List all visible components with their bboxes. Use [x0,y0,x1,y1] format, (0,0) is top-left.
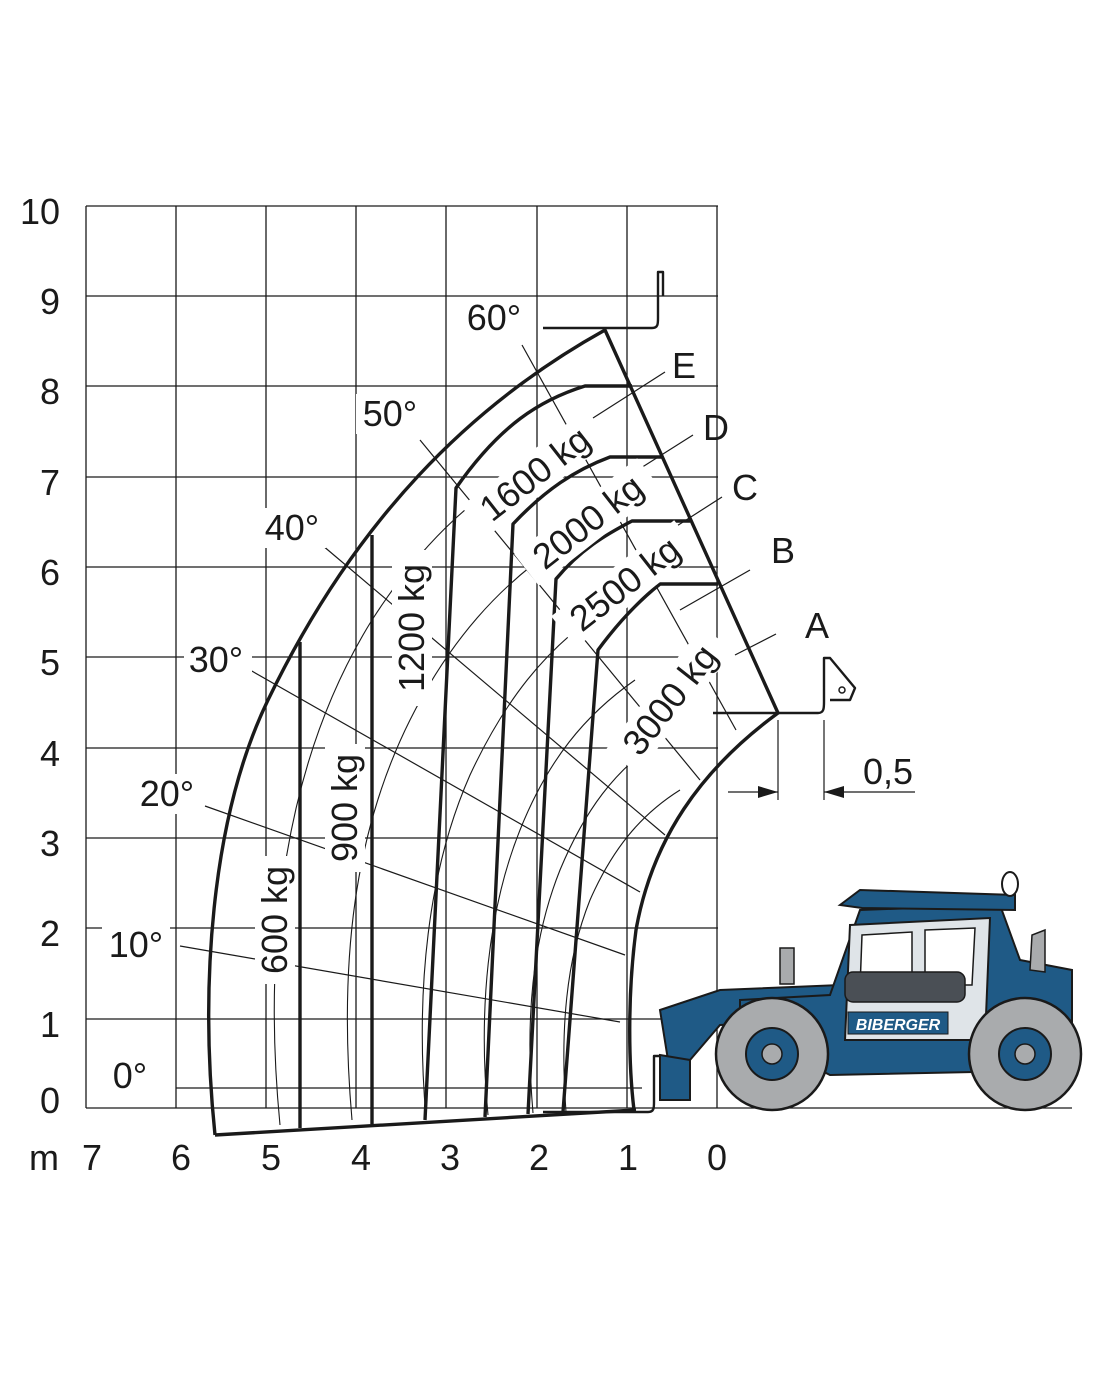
angle-label-10: 10° [109,924,163,965]
x-tick-7: 7 [82,1137,102,1178]
load-label-900: 900 kg [324,754,365,862]
angle-labels: 0° 10° 20° 30° 40° 50° 60° [102,297,528,1096]
outer-envelope [207,328,780,1136]
x-tick-5: 5 [261,1137,281,1178]
zone-label-d: D [703,407,729,448]
y-tick-3: 3 [40,823,60,864]
ray-40 [321,544,666,836]
ray-30 [249,669,641,893]
x-tick-1: 1 [618,1137,638,1178]
x-tick-6: 6 [171,1137,191,1178]
telehandler-icon: BIBERGER [658,871,1083,1112]
load-label-600: 600 kg [254,866,295,974]
angle-label-0: 0° [113,1055,147,1096]
y-tick-0: 0 [40,1080,60,1121]
x-axis: m 7 6 5 4 3 2 1 0 [29,1137,727,1178]
zone-label-a: A [805,605,829,646]
y-tick-10: 10 [20,191,60,232]
ray-10 [179,945,621,1023]
zone-c-boundary [526,519,690,1115]
load-label-1200: 1200 kg [391,564,432,692]
angle-label-60: 60° [467,297,521,338]
y-tick-2: 2 [40,913,60,954]
zone-e-boundary [423,384,632,1121]
x-tick-0: 0 [707,1137,727,1178]
zone-label-c: C [732,467,758,508]
y-tick-6: 6 [40,552,60,593]
envelope-bottom [214,1108,637,1137]
y-tick-1: 1 [40,1004,60,1045]
zone-label-b: B [771,530,795,571]
offset-dimension: 0,5 [728,720,915,800]
angle-label-30: 30° [189,639,243,680]
zone-label-e: E [672,345,696,386]
zone-boundaries [298,384,718,1128]
x-axis-unit: m [29,1137,59,1178]
y-tick-9: 9 [40,281,60,322]
offset-label: 0,5 [863,751,913,792]
angle-label-40: 40° [265,507,319,548]
x-tick-4: 4 [351,1137,371,1178]
x-tick-2: 2 [529,1137,549,1178]
angle-label-20: 20° [140,773,194,814]
y-axis: 10 9 8 7 6 5 4 3 2 1 0 [20,191,60,1121]
angle-label-50: 50° [363,393,417,434]
inner-arcs [273,469,681,1126]
y-tick-8: 8 [40,371,60,412]
x-tick-3: 3 [440,1137,460,1178]
y-tick-5: 5 [40,642,60,683]
ray-20 [204,805,626,956]
zone-d-boundary [483,455,662,1118]
y-tick-4: 4 [40,733,60,774]
fork-reach-icon [713,656,857,715]
fork-top-icon [543,270,665,330]
fork-bottom-icon [543,1054,660,1114]
zone-b-boundary [561,582,718,1113]
y-tick-7: 7 [40,462,60,503]
brand-logo: BIBERGER [856,1017,941,1034]
